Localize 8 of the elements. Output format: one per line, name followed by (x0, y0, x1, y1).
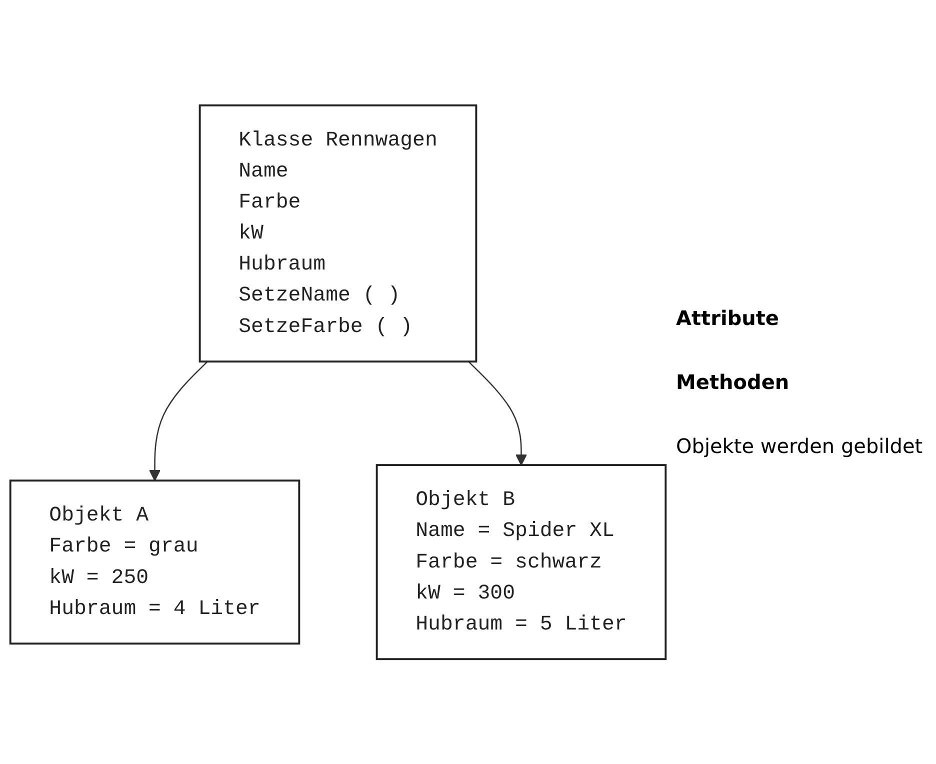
annotation-text: Objekte werden gebildet (676, 434, 924, 458)
node-box: Objekt A Farbe = grau kW = 250 Hubraum = 4 Liter (9, 479, 300, 644)
bracket-label: Attribute (676, 306, 780, 330)
node-box: Klasse Rennwagen Name Farbe kW Hubraum SetzeName ( ) SetzeFarbe ( ) (198, 104, 478, 362)
node-box: Objekt B Name = Spider XL Farbe = schwarz kW = 300 Hubraum = 5 Liter (376, 464, 667, 660)
bracket-label: Methoden (676, 370, 790, 394)
arrow (468, 360, 527, 466)
arrow (149, 360, 208, 481)
